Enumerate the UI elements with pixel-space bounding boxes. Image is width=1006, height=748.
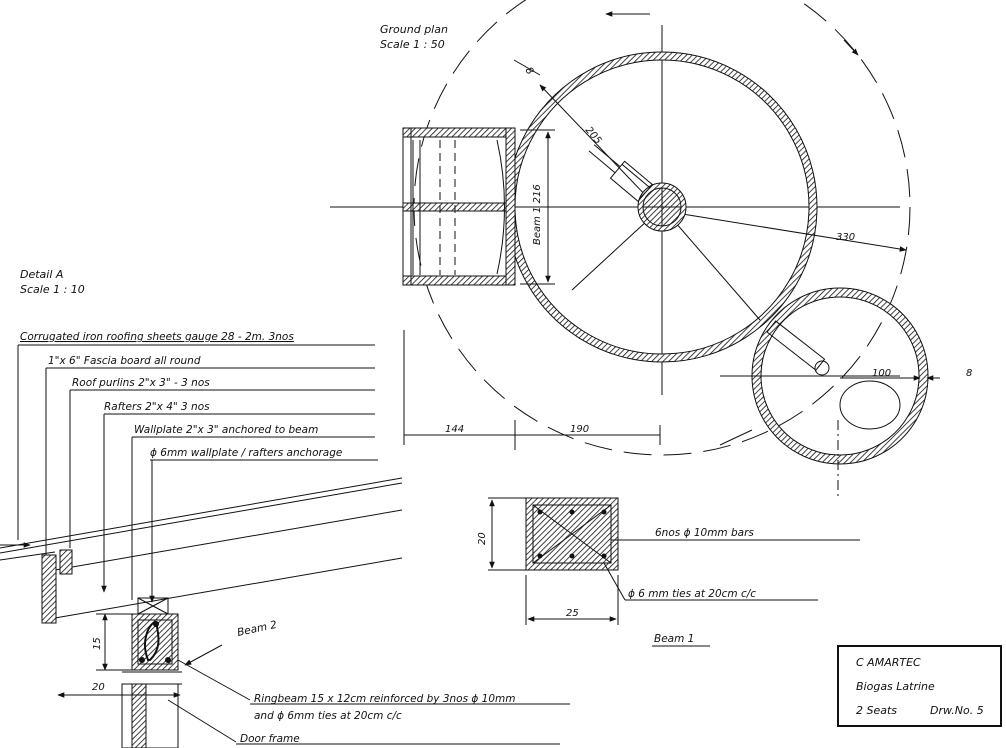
- pipe-end: [814, 360, 830, 376]
- dim-line-outer: [669, 211, 907, 252]
- rafter-top: [54, 509, 403, 571]
- dim-radius: 205: [583, 125, 604, 147]
- small-tank-wall: [751, 287, 929, 465]
- detail-scale: Scale 1 : 10: [20, 283, 85, 296]
- rafter-bottom: [54, 557, 403, 619]
- label-purlins: Roof purlins 2"x 3" - 3 nos: [72, 377, 210, 389]
- room-wall-right: [505, 127, 516, 286]
- detail-dim-height: 15: [92, 637, 103, 650]
- label-fascia: 1"x 6" Fascia board all round: [48, 355, 201, 367]
- title-project: Biogas Latrine: [856, 680, 935, 693]
- room-wall-top: [402, 127, 516, 138]
- dim-small: 100: [872, 368, 891, 379]
- title-org: C AMARTEC: [856, 656, 921, 669]
- connecting-pipe: [766, 320, 826, 371]
- room-curve: [496, 139, 505, 275]
- dim-line-wall: [513, 59, 541, 76]
- label-wallplate: Wallplate 2"x 3" anchored to beam: [134, 424, 318, 436]
- beam2-label: Beam 2: [236, 619, 278, 639]
- beam1-ties: ϕ 6 mm ties at 20cm c/c: [628, 588, 756, 600]
- title-block: C AMARTEC Biogas Latrine 2 Seats Drw.No.…: [837, 645, 1002, 727]
- dim-beam: Beam 1 216: [532, 184, 543, 245]
- room-wall-bottom: [402, 275, 516, 286]
- roof-sheet-under: [0, 482, 403, 554]
- ring-beam-core: [137, 619, 173, 665]
- fascia-board: [41, 554, 57, 624]
- small-tank-hole: [839, 380, 901, 430]
- beam1-dim-height: 20: [477, 532, 488, 545]
- ground-plan-title: Ground plan: [380, 23, 448, 36]
- ground-plan-scale: Scale 1 : 50: [380, 38, 445, 51]
- dim-wall: 8: [523, 65, 536, 77]
- small-radial: [719, 429, 753, 446]
- door-frame-piece: [131, 683, 147, 748]
- radial-line-1: [661, 206, 761, 321]
- ringbeam-note-1: Ringbeam 15 x 12cm reinforced by 3nos ϕ …: [254, 693, 516, 705]
- dim-b: 190: [570, 424, 589, 435]
- roof-line-3: [0, 551, 56, 561]
- detail-dim-width: 20: [92, 682, 105, 693]
- title-drawing-no: Drw.No. 5: [930, 704, 984, 717]
- beam1-dim-width: 25: [566, 608, 579, 619]
- beam1-bars: 6nos ϕ 10mm bars: [655, 527, 754, 539]
- purlin: [59, 549, 73, 575]
- label-roofing: Corrugated iron roofing sheets gauge 28 …: [20, 331, 294, 343]
- title-seats: 2 Seats: [856, 704, 897, 717]
- ground-plan: Ground plan Scale 1 : 50 8 205 330: [330, 0, 972, 500]
- main-tank-wall: [506, 51, 818, 363]
- label-rafters: Rafters 2"x 4" 3 nos: [104, 401, 210, 413]
- detail-title: Detail A: [20, 268, 63, 281]
- dim-small-wall: 8: [966, 368, 972, 379]
- label-anchorage: ϕ 6mm wallplate / rafters anchorage: [150, 447, 342, 459]
- title-block-frame: [837, 645, 1002, 727]
- rotation-arrow-right: [843, 39, 859, 56]
- detail-a: Detail A Scale 1 : 10 Corrugated iron ro…: [0, 268, 570, 748]
- dim-outer: 330: [836, 232, 855, 243]
- door-frame-label: Door frame: [240, 733, 300, 745]
- beam-1-section: 20 25 6nos ϕ 10mm bars ϕ 6 mm ties at 20…: [477, 497, 860, 647]
- ringbeam-note-2: and ϕ 6mm ties at 20cm c/c: [254, 710, 402, 722]
- dim-a: 144: [445, 424, 464, 435]
- roof-sheet: [0, 477, 403, 549]
- beam-section-core: [532, 504, 612, 564]
- room-frame-left: [402, 127, 412, 286]
- wall-below: [121, 683, 179, 748]
- dim-line-radius: [539, 84, 651, 201]
- inlet-pipe: [588, 144, 653, 202]
- beam1-caption: Beam 1: [654, 633, 694, 645]
